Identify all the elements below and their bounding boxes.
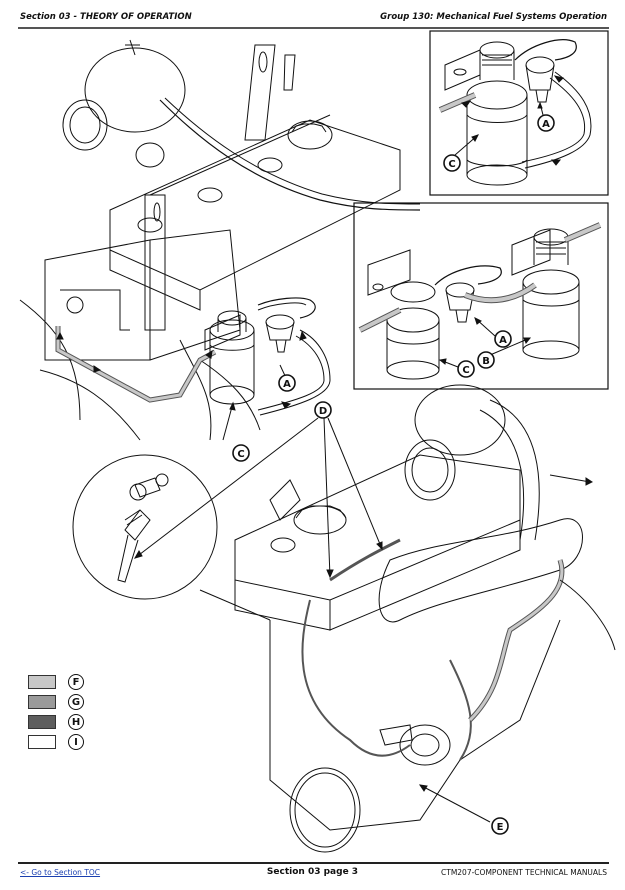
callout-e: E [491, 817, 509, 835]
header-divider [18, 27, 609, 29]
callout-label: C [448, 159, 455, 170]
callout-c-inset2: C [457, 360, 475, 378]
callout-label: C [237, 449, 244, 460]
callout-label: A [499, 335, 507, 346]
fuel-system-illustration: A C A C A B C D E [19, 30, 616, 853]
callout-c-main: C [232, 444, 250, 462]
legend-letter: G [68, 694, 84, 710]
leader-lines [133, 364, 491, 823]
section-toc-link[interactable]: <- Go to Section TOC [20, 868, 101, 877]
callout-label: C [462, 365, 469, 376]
legend-letter: F [68, 674, 84, 690]
callout-label: E [497, 822, 504, 833]
engine-top-view [19, 39, 421, 441]
legend-letter: H [68, 714, 84, 730]
callout-b-inset2: B [477, 351, 495, 369]
section-header: Section 03 - THEORY OF OPERATION [20, 12, 192, 22]
callout-label: B [482, 356, 490, 367]
injector-detail-circle [72, 454, 218, 600]
callout-label: D [319, 406, 327, 417]
legend-item-i: I [28, 732, 84, 752]
inset-single-filter [429, 30, 609, 196]
group-header: Group 130: Mechanical Fuel Systems Opera… [380, 12, 607, 22]
inset-dual-filter [353, 202, 609, 390]
callout-a-inset2: A [494, 330, 512, 348]
legend-swatch [28, 675, 56, 689]
callout-a-inset1: A [537, 114, 555, 132]
line-color-legend: F G H I [28, 672, 84, 752]
engine-front-view [199, 384, 616, 853]
legend-item-f: F [28, 672, 84, 692]
callout-label: A [542, 119, 550, 130]
callout-c-inset1: C [443, 154, 461, 172]
legend-letter: I [68, 734, 84, 750]
legend-swatch [28, 695, 56, 709]
legend-item-h: H [28, 712, 84, 732]
legend-swatch [28, 715, 56, 729]
callout-a-main: A [278, 374, 296, 392]
manual-title: CTM207-COMPONENT TECHNICAL MANUALS [441, 868, 607, 877]
page-indicator: Section 03 page 3 [266, 867, 359, 877]
callout-d: D [314, 401, 332, 419]
legend-swatch [28, 735, 56, 749]
callout-label: A [283, 379, 291, 390]
legend-item-g: G [28, 692, 84, 712]
footer-divider [18, 862, 609, 864]
